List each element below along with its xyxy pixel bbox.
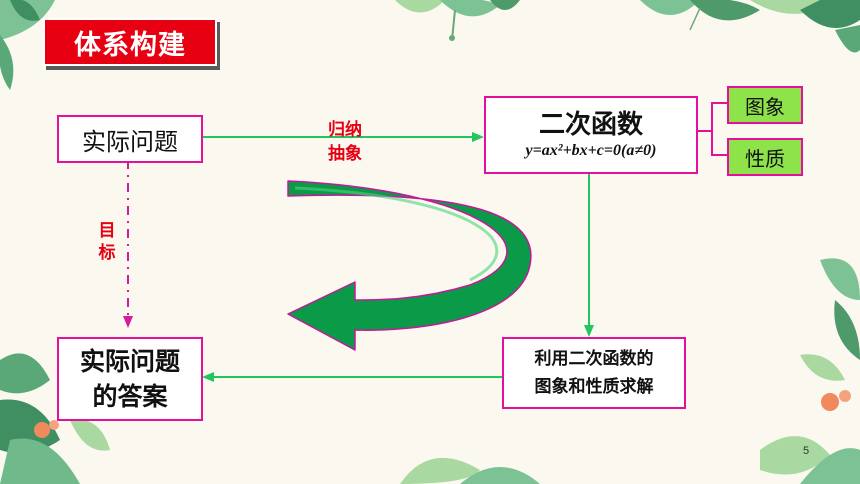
practical-problem-node: 实际问题 — [57, 115, 203, 163]
solve-line-2: 图象和性质求解 — [534, 377, 654, 397]
page-title: 体系构建 — [43, 18, 217, 66]
function-name: 二次函数 — [538, 110, 643, 140]
abstraction-label: 抽象 — [328, 144, 362, 164]
leaf-cluster-top-left — [0, 0, 55, 90]
arrow-problem-to-function — [200, 132, 484, 142]
leaf-cluster-bottom-center — [400, 457, 540, 484]
answer-line-2: 的答案 — [92, 382, 168, 411]
leaf-cluster-top-right — [640, 0, 860, 53]
leaf-cluster-bottom-left — [0, 353, 110, 484]
page-number: 5 — [803, 445, 810, 457]
solve-node: 利用二次函数的 图象和性质求解 — [502, 337, 686, 409]
arrow-solve-to-answer — [202, 372, 502, 382]
arrow-function-to-solve — [584, 171, 594, 337]
answer-line-1: 实际问题 — [79, 347, 180, 376]
curved-return-arrow — [287, 180, 532, 351]
leaf-cluster-bottom-right — [760, 436, 860, 484]
bracket-connector — [695, 102, 727, 156]
quadratic-function-node: 二次函数 y=ax²+bx+c=0(a≠0) — [484, 96, 698, 174]
goal-label: 目 标 — [95, 220, 119, 264]
solve-line-1: 利用二次函数的 — [534, 349, 654, 369]
answer-node: 实际问题 的答案 — [57, 337, 203, 421]
graph-box: 图象 — [727, 86, 803, 124]
properties-box: 性质 — [727, 138, 803, 176]
function-equation: y=ax²+bx+c=0(a≠0) — [525, 142, 657, 159]
goal-char-1: 目 — [98, 221, 116, 241]
leaf-cluster-right — [800, 258, 860, 411]
goal-char-2: 标 — [98, 243, 116, 263]
dashed-arrow-goal — [123, 160, 133, 328]
leaf-cluster-top-center — [395, 0, 520, 41]
induction-label: 归纳 — [328, 120, 362, 140]
